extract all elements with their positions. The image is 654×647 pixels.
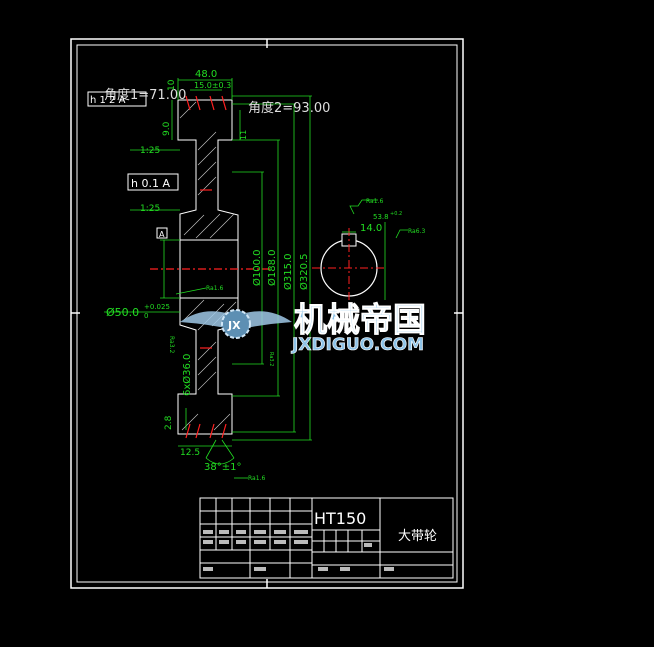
dim-15: 15.0±0.3 — [194, 81, 231, 90]
taper2-label: 1:25 — [140, 204, 160, 214]
chamfer1-label: 角度1=71.00 — [104, 87, 186, 103]
keyway-width-label: 14.0 — [360, 223, 382, 234]
keyway-tol-label: +0.2 — [390, 211, 402, 217]
roughness-bottom-label: Ra1.6 — [248, 475, 265, 482]
dim-holes: 6xØ36.0 — [181, 354, 193, 396]
title-block — [199, 497, 454, 579]
gear-letters: JX — [227, 319, 241, 332]
taper1-label: 1:25 — [140, 146, 160, 156]
watermark-logo: JX 机械帝国 JXDIGUO.COM — [180, 300, 427, 355]
tolerance-mid-label: h 0.1 A — [131, 177, 170, 190]
dim-9: 9.0 — [162, 121, 172, 136]
material-label: HT150 — [314, 509, 366, 528]
tolerance-top-label: h 1 2 A — [90, 95, 126, 106]
dim-bore-tol: +0.025 — [144, 303, 170, 311]
keyway-view — [312, 199, 408, 308]
dim-10: 10 — [167, 79, 177, 91]
dim-bore: Ø50.0 — [106, 306, 139, 319]
datum-box — [156, 227, 168, 239]
chamfer2-label: 角度2=93.00 — [248, 100, 330, 116]
watermark-brand-cn: 机械帝国 — [294, 300, 426, 339]
title-block-filler — [203, 530, 394, 571]
roughness-keyway-side-label: Ra6.3 — [408, 228, 425, 235]
datum-label: A — [159, 230, 165, 239]
gear-icon — [221, 309, 251, 339]
dim-315: Ø315.0 — [282, 254, 294, 291]
roughness-keyway-label: Ra1.6 — [366, 198, 383, 205]
part-name-label: 大带轮 — [398, 529, 437, 544]
frame-ticks — [71, 39, 463, 588]
tolerance-frame-mid — [127, 173, 179, 191]
dim-100: Ø100.0 — [251, 250, 263, 287]
dim-bore-tol-low: 0 — [144, 312, 148, 320]
keyway-depth-label: 53.8 — [373, 213, 389, 221]
roughness-side-label: Ra3.2 — [168, 336, 175, 353]
dim-320: Ø320.5 — [298, 254, 310, 291]
dim-11: 11 — [239, 130, 248, 140]
groove-marks — [150, 95, 272, 439]
roughness-hub-label: Ra1.6 — [206, 285, 223, 292]
watermark-brand-en: JXDIGUO.COM — [291, 335, 424, 355]
angle-label: 38°±1° — [204, 462, 241, 473]
fine-mark-label: Ra3.2 — [268, 352, 274, 366]
section-hatch — [179, 101, 237, 431]
tolerance-frame-top — [87, 91, 147, 107]
dim-48: 48.0 — [195, 69, 217, 80]
dim-28: 2.8 — [164, 415, 174, 430]
dim-188: Ø188.0 — [266, 250, 278, 287]
dimension-lines — [104, 78, 312, 479]
dim-125: 12.5 — [180, 448, 200, 458]
